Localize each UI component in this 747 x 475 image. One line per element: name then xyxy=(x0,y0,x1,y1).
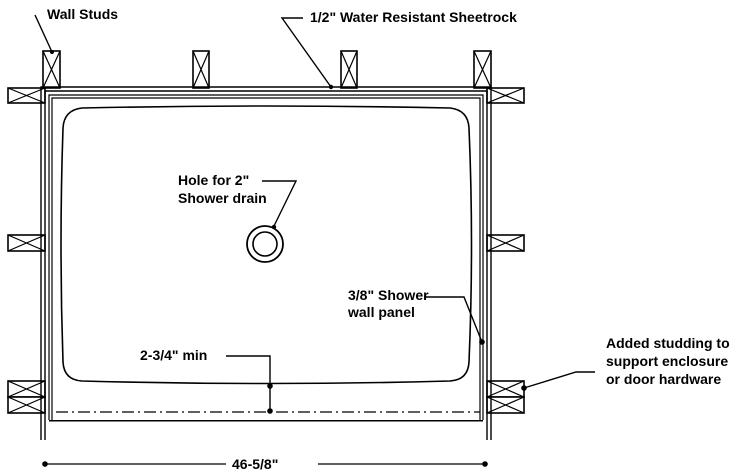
leader-drain xyxy=(262,180,298,227)
leader-dot-threshold xyxy=(267,408,273,414)
leader-dot-studding xyxy=(521,385,527,391)
wall-stud-left-top xyxy=(7,87,46,104)
leader-dot-panel xyxy=(479,339,485,345)
shower-pan-basin xyxy=(60,105,473,385)
added-stud-right-upper xyxy=(486,380,525,398)
label-studding-line3: or door hardware xyxy=(606,371,721,387)
added-stud-left-lower xyxy=(7,396,46,414)
label-studding-line1: Added studding to xyxy=(606,335,730,351)
wall-stud-right-middle xyxy=(486,234,525,252)
shower-wall-panel xyxy=(48,94,484,420)
leader-lines xyxy=(34,14,595,410)
sheetrock-wall xyxy=(40,86,492,440)
wall-stud-top-2 xyxy=(192,50,210,89)
leader-dot-drain xyxy=(271,224,277,230)
width-dimension xyxy=(42,461,488,467)
leader-min xyxy=(226,355,271,410)
label-studding-line2: support enclosure xyxy=(606,353,728,369)
wall-stud-top-3 xyxy=(340,50,358,89)
leader-dot-studs xyxy=(50,50,54,54)
added-stud-left-upper xyxy=(7,380,46,398)
shower-drain xyxy=(246,225,284,263)
leader-dot-sheetrock xyxy=(328,84,334,90)
label-panel-line2: wall panel xyxy=(347,304,415,320)
wall-stud-top-1 xyxy=(42,50,61,89)
leader-sheetrock xyxy=(280,17,332,88)
label-wall-studs: Wall Studs xyxy=(47,6,118,22)
shower-base-edge xyxy=(49,420,483,422)
wall-stud-right-top xyxy=(486,87,525,104)
leader-dot-basin xyxy=(267,383,273,389)
leader-studding xyxy=(523,371,595,389)
label-drain-line1: Hole for 2" xyxy=(178,172,249,188)
label-drain-line2: Shower drain xyxy=(178,190,267,206)
label-panel-line1: 3/8" Shower xyxy=(348,287,429,303)
leader-panel xyxy=(424,296,483,343)
added-stud-right-lower xyxy=(486,396,525,414)
leader-wall-studs xyxy=(34,14,53,53)
label-sheetrock: 1/2" Water Resistant Sheetrock xyxy=(310,9,517,25)
wall-stud-top-4 xyxy=(473,50,492,89)
label-width-dimension: 46-5/8" xyxy=(232,456,278,472)
label-min-clearance: 2-3/4" min xyxy=(140,347,207,363)
wall-stud-left-middle xyxy=(7,234,46,252)
